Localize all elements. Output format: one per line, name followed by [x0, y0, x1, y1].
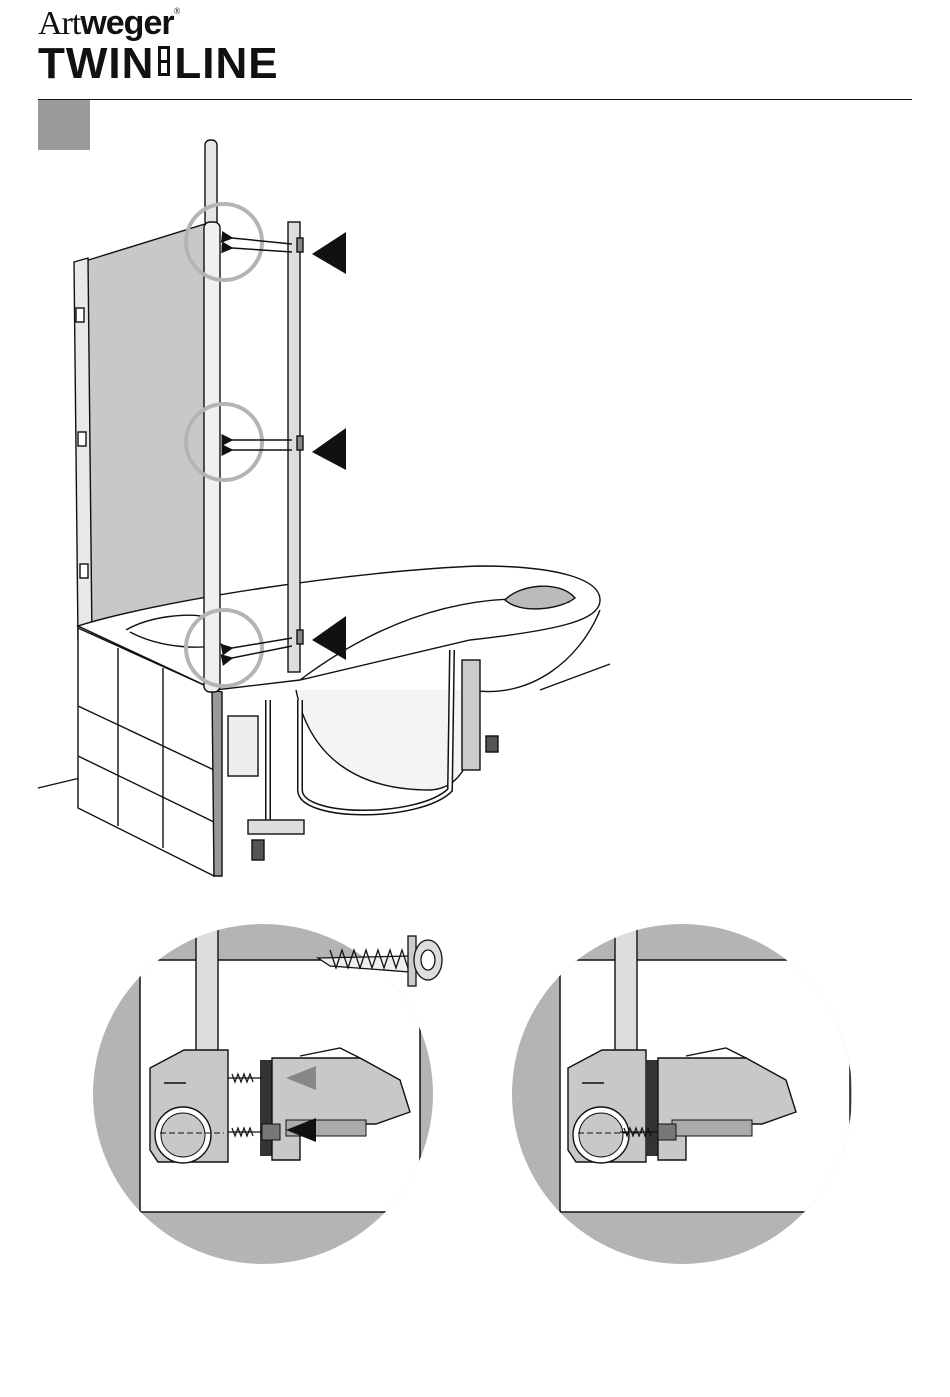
floor-line [38, 778, 80, 788]
floor-line-right [540, 664, 610, 690]
wall-bracket [76, 308, 84, 322]
wall-bracket [80, 564, 88, 578]
drain-fitting [252, 840, 264, 860]
push-arrow-icon [312, 428, 346, 470]
wall-rail [204, 222, 220, 692]
wall-bracket [78, 432, 86, 446]
top-rail [205, 140, 217, 226]
detail-left [93, 924, 442, 1264]
detail-right [512, 924, 852, 1264]
bathtub-scene [38, 224, 610, 876]
push-arrow-icon [312, 232, 346, 274]
valve-box [228, 716, 258, 776]
